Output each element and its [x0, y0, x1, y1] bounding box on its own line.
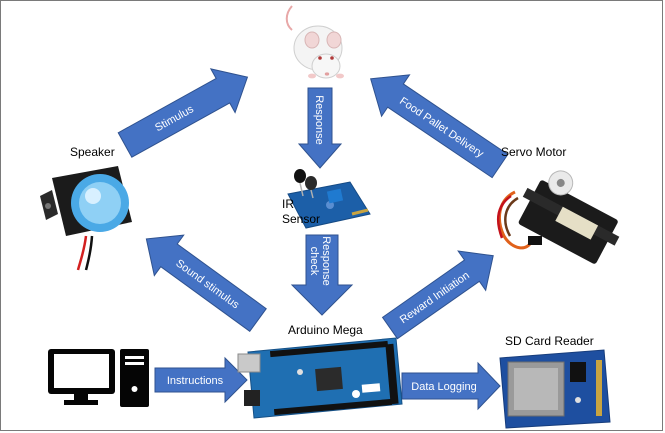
ir-sensor-image	[287, 169, 371, 229]
response-label: Response	[313, 95, 325, 145]
response-check-label-line2: check	[308, 247, 320, 276]
servo-motor-image	[497, 170, 620, 264]
ir-sensor-label-line2: Sensor	[282, 212, 320, 226]
stimulus-arrow: Stimulus	[117, 68, 249, 158]
reward-initiation-arrow: Reward Initiation	[381, 250, 494, 340]
servo-motor-label: Servo Motor	[501, 145, 566, 159]
speaker-image	[40, 166, 132, 271]
sd-card-reader-label: SD Card Reader	[505, 334, 594, 348]
arduino-label: Arduino Mega	[288, 323, 363, 337]
arduino-board-image	[237, 337, 403, 419]
response-arrow: Response	[297, 87, 343, 169]
response-check-label-line1: Response	[320, 236, 332, 286]
data-logging-arrow: Data Logging	[401, 361, 501, 411]
instructions-label: Instructions	[167, 375, 224, 387]
data-logging-label: Data Logging	[411, 381, 476, 393]
instructions-arrow: Instructions	[154, 356, 248, 404]
mouse-image	[285, 5, 344, 79]
ir-sensor-label-line1: IR	[282, 197, 294, 211]
computer-icon	[48, 349, 149, 407]
sd-card-reader-image	[499, 349, 611, 429]
sound-stimulus-arrow: Sound stimulus	[145, 234, 267, 333]
response-check-arrow: Response check	[290, 234, 354, 316]
reward-initiation-label: Reward Initiation	[398, 269, 472, 326]
food-pallet-delivery-arrow: Food Pallet Delivery	[370, 74, 509, 179]
speaker-label: Speaker	[70, 145, 115, 159]
food-pallet-delivery-label: Food Pallet Delivery	[397, 95, 486, 160]
